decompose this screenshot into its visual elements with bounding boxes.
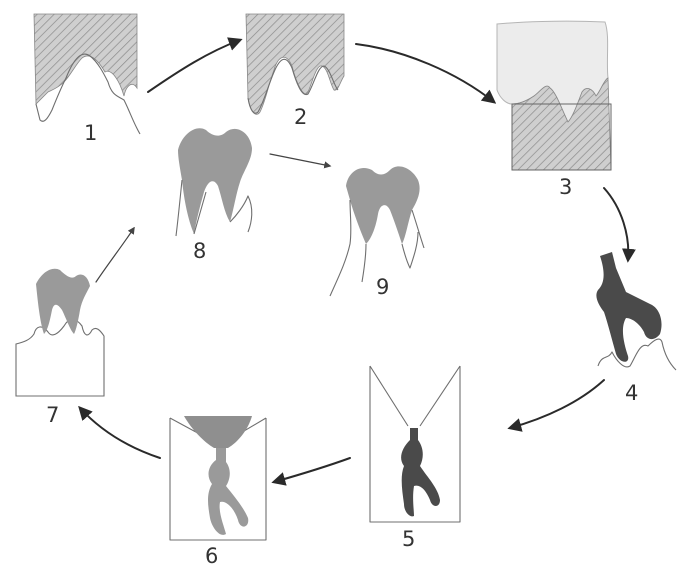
stage-7-figure xyxy=(16,269,104,396)
stage-labels: 1 2 3 4 5 6 7 8 9 xyxy=(46,105,638,568)
arrow-2-to-3 xyxy=(356,44,494,102)
label-6: 6 xyxy=(205,544,218,568)
label-9: 9 xyxy=(376,275,389,299)
stage-2-figure xyxy=(246,14,344,114)
label-8: 8 xyxy=(193,239,206,263)
stage-5-figure xyxy=(370,366,460,522)
label-7: 7 xyxy=(46,403,59,427)
label-5: 5 xyxy=(402,527,415,551)
stage-3-figure xyxy=(497,21,611,170)
label-1: 1 xyxy=(84,121,97,145)
arrow-1-to-2 xyxy=(148,40,240,92)
stage-4-figure xyxy=(596,252,676,370)
arrow-8-to-9 xyxy=(270,154,330,166)
arrow-3-to-4 xyxy=(604,188,628,260)
arrow-5-to-6 xyxy=(274,458,350,482)
label-2: 2 xyxy=(294,105,307,129)
label-3: 3 xyxy=(559,175,572,199)
label-4: 4 xyxy=(625,381,638,405)
arrow-7-to-8 xyxy=(96,228,134,282)
stage-8-figure xyxy=(176,128,252,236)
stage-6-figure xyxy=(170,416,266,540)
arrow-4-to-5 xyxy=(510,380,604,428)
arrow-6-to-7 xyxy=(80,408,160,458)
stage-1-figure xyxy=(34,14,140,134)
